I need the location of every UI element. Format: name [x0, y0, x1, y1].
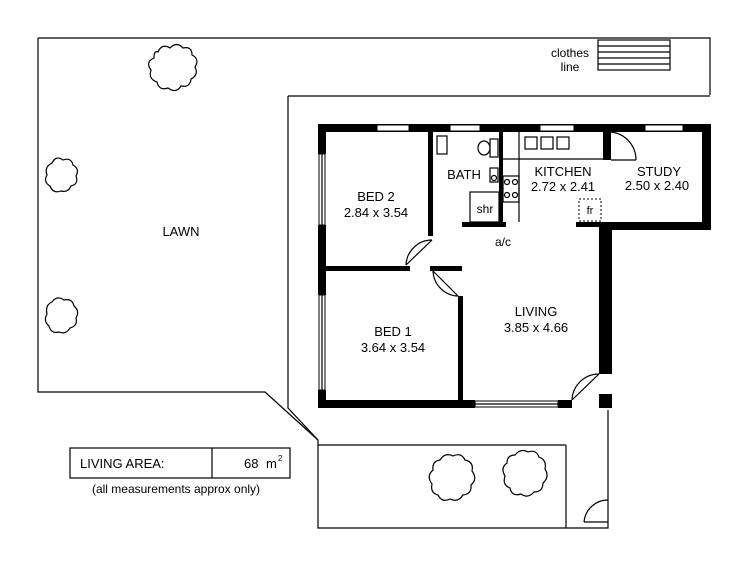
stove-icon: [502, 175, 520, 203]
room-name-living: LIVING: [515, 304, 558, 319]
window: [474, 400, 559, 408]
sink-icon: [524, 136, 570, 150]
window: [376, 124, 684, 132]
fridge-label: fr: [587, 205, 594, 217]
clothes-line-label: line: [561, 60, 580, 74]
clothes-line-label: clothes: [551, 46, 589, 60]
shower-icon: [469, 191, 500, 223]
tree-icon: [148, 43, 198, 92]
shower-label: shr: [477, 202, 494, 216]
room-size-bed1: 3.64 x 3.54: [361, 340, 425, 355]
door: [610, 131, 637, 161]
living-area-unit: m: [266, 456, 277, 471]
window: [318, 294, 326, 391]
room-size-kitchen: 2.72 x 2.41: [531, 179, 595, 194]
property-boundary: [37, 37, 711, 529]
room-name-bed2: BED 2: [357, 189, 395, 204]
washer-icon: [489, 167, 499, 183]
fridge-icon: [578, 198, 602, 222]
living-area-label: LIVING AREA:: [80, 456, 165, 471]
door: [432, 270, 459, 297]
door: [571, 373, 600, 401]
room-name-kitchen: KITCHEN: [534, 164, 591, 179]
tree-icon: [428, 454, 476, 501]
aircon-label: a/c: [495, 235, 511, 249]
measurements-note: (all measurements approx only): [92, 482, 260, 496]
room-name-bed1: BED 1: [374, 324, 412, 339]
basin-icon: [436, 135, 448, 155]
living-area-value: 68: [244, 456, 258, 471]
toilet-icon: [477, 138, 499, 158]
room-size-bed2: 2.84 x 3.54: [344, 205, 408, 220]
window: [318, 153, 326, 226]
room-size-study: 2.50 x 2.40: [625, 178, 689, 193]
tree-icon: [44, 157, 79, 193]
tree-icon: [502, 449, 548, 497]
room-name-study: STUDY: [637, 164, 681, 179]
tree-icon: [44, 297, 79, 334]
living-area-unit-sup: 2: [278, 454, 283, 463]
door: [583, 499, 609, 523]
room-name-bath: BATH: [447, 167, 481, 182]
clothes-line: [597, 39, 671, 71]
room-size-living: 3.85 x 4.66: [504, 320, 568, 335]
legend-box: [69, 447, 291, 479]
door: [405, 239, 433, 266]
lawn-label: LAWN: [162, 224, 199, 239]
